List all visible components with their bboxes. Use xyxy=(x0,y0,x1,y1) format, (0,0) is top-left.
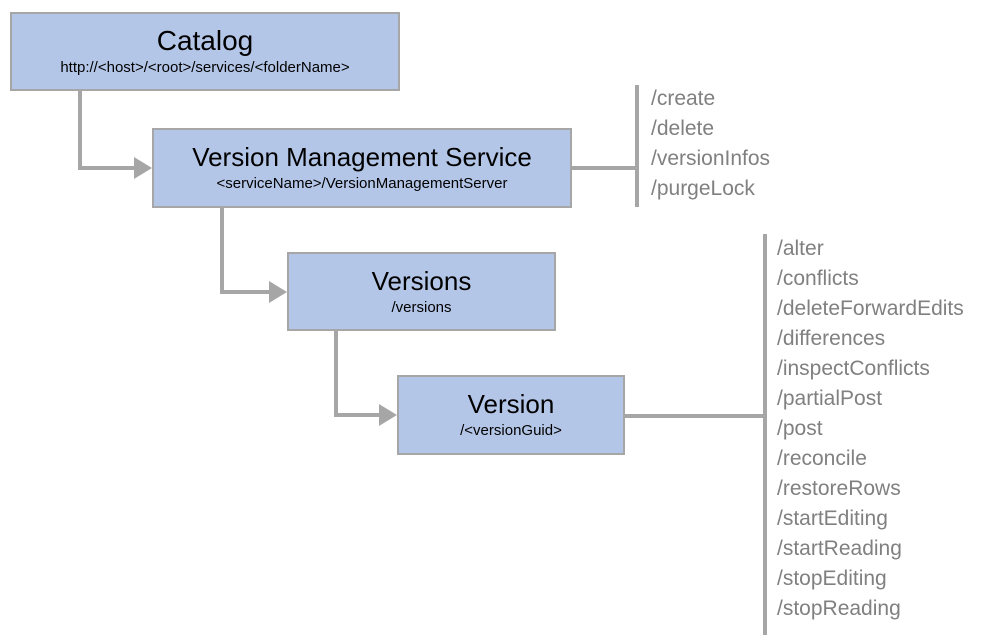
endpoint-item[interactable]: /deleteForwardEdits xyxy=(777,297,964,320)
node-versions-subtitle: /versions xyxy=(391,298,452,316)
endpoint-item[interactable]: /stopReading xyxy=(777,597,901,620)
endpoint-item[interactable]: /restoreRows xyxy=(777,477,901,500)
connector-vms-to-versions-vertical xyxy=(220,208,224,291)
endpoint-bracket-version xyxy=(763,234,767,635)
connector-vms-to-versions-horizontal xyxy=(220,290,269,294)
endpoint-list-version-management-service: /create /delete /versionInfos /purgeLock xyxy=(651,84,770,204)
connector-versions-to-version-vertical xyxy=(334,331,338,414)
node-catalog-subtitle: http://<host>/<root>/services/<folderNam… xyxy=(60,58,350,76)
node-version-management-service[interactable]: Version Management Service <serviceName>… xyxy=(152,128,572,208)
node-catalog-title: Catalog xyxy=(156,24,254,56)
endpoint-bracket-vms xyxy=(635,85,639,207)
arrowhead-icon-catalog-to-vms xyxy=(134,157,152,179)
endpoint-item[interactable]: /create xyxy=(651,87,716,110)
endpoint-item[interactable]: /startEditing xyxy=(777,507,888,530)
node-version-management-service-subtitle: <serviceName>/VersionManagementServer xyxy=(216,175,508,192)
endpoint-item[interactable]: /conflicts xyxy=(777,267,859,290)
node-version-title: Version xyxy=(467,389,555,419)
arrowhead-icon-vms-to-versions xyxy=(269,281,287,303)
endpoint-item[interactable]: /alter xyxy=(777,237,824,260)
endpoint-list-version: /alter /conflicts /deleteForwardEdits /d… xyxy=(777,234,964,624)
node-versions[interactable]: Versions /versions xyxy=(287,252,556,331)
connector-vms-to-endpoint-bracket xyxy=(572,166,639,170)
connector-catalog-to-vms-vertical xyxy=(78,91,82,170)
endpoint-item[interactable]: /reconcile xyxy=(777,447,867,470)
endpoint-item[interactable]: /post xyxy=(777,417,823,440)
endpoint-item[interactable]: /stopEditing xyxy=(777,567,887,590)
arrowhead-icon-versions-to-version xyxy=(379,404,397,426)
endpoint-item[interactable]: /inspectConflicts xyxy=(777,357,930,380)
endpoint-item[interactable]: /purgeLock xyxy=(651,177,755,200)
node-version-subtitle: /<versionGuid> xyxy=(460,422,562,439)
node-catalog[interactable]: Catalog http://<host>/<root>/services/<f… xyxy=(10,12,400,91)
endpoint-item[interactable]: /differences xyxy=(777,327,886,350)
endpoint-item[interactable]: /delete xyxy=(651,117,715,140)
connector-versions-to-version-horizontal xyxy=(334,413,379,417)
node-versions-title: Versions xyxy=(371,265,472,296)
endpoint-item[interactable]: /startReading xyxy=(777,537,902,560)
node-version[interactable]: Version /<versionGuid> xyxy=(397,375,625,455)
endpoint-item[interactable]: /partialPost xyxy=(777,387,883,410)
endpoint-item[interactable]: /versionInfos xyxy=(651,147,771,170)
connector-catalog-to-vms-horizontal xyxy=(78,166,136,170)
connector-version-to-endpoint-bracket xyxy=(625,414,767,418)
node-version-management-service-title: Version Management Service xyxy=(192,142,532,172)
